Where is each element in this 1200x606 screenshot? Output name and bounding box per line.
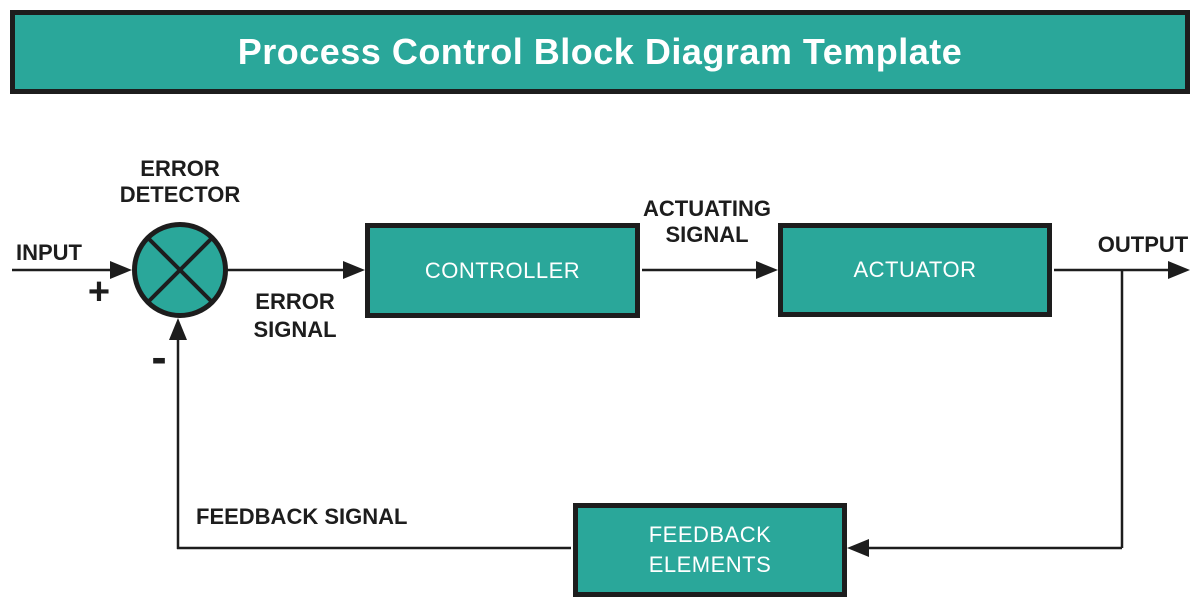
actuating-signal-label: ACTUATING SIGNAL [643, 196, 771, 247]
error-signal-arrowhead-icon [343, 261, 365, 279]
controller-block-label: CONTROLLER [424, 257, 581, 283]
minus-sign-label: - [151, 331, 167, 383]
output-label: OUTPUT [1097, 232, 1189, 257]
actuating-signal-arrowhead-icon [756, 261, 778, 279]
feedback-elements-block: FEEDBACK ELEMENTS [573, 503, 847, 597]
error-detector-label: ERROR DETECTOR [119, 156, 241, 207]
feedback-up-arrowhead-icon [169, 318, 187, 340]
feedback-signal-label: FEEDBACK SIGNAL [196, 504, 408, 529]
feedback-elements-block-label: FEEDBACK ELEMENTS [648, 522, 772, 577]
input-label: INPUT [16, 240, 82, 265]
actuator-block-label: ACTUATOR [853, 257, 977, 282]
input-arrowhead-icon [110, 261, 132, 279]
controller-block: CONTROLLER [365, 223, 640, 318]
output-arrowhead-icon [1168, 261, 1190, 279]
feedback-in-arrowhead-icon [847, 539, 869, 557]
plus-sign-label: + [87, 271, 111, 313]
page-title: Process Control Block Diagram Template [237, 31, 963, 72]
actuator-block: ACTUATOR [778, 223, 1052, 317]
title-banner: Process Control Block Diagram Template [10, 10, 1190, 94]
error-signal-label: ERROR SIGNAL [253, 289, 337, 342]
summing-junction-x-line2 [146, 236, 214, 304]
